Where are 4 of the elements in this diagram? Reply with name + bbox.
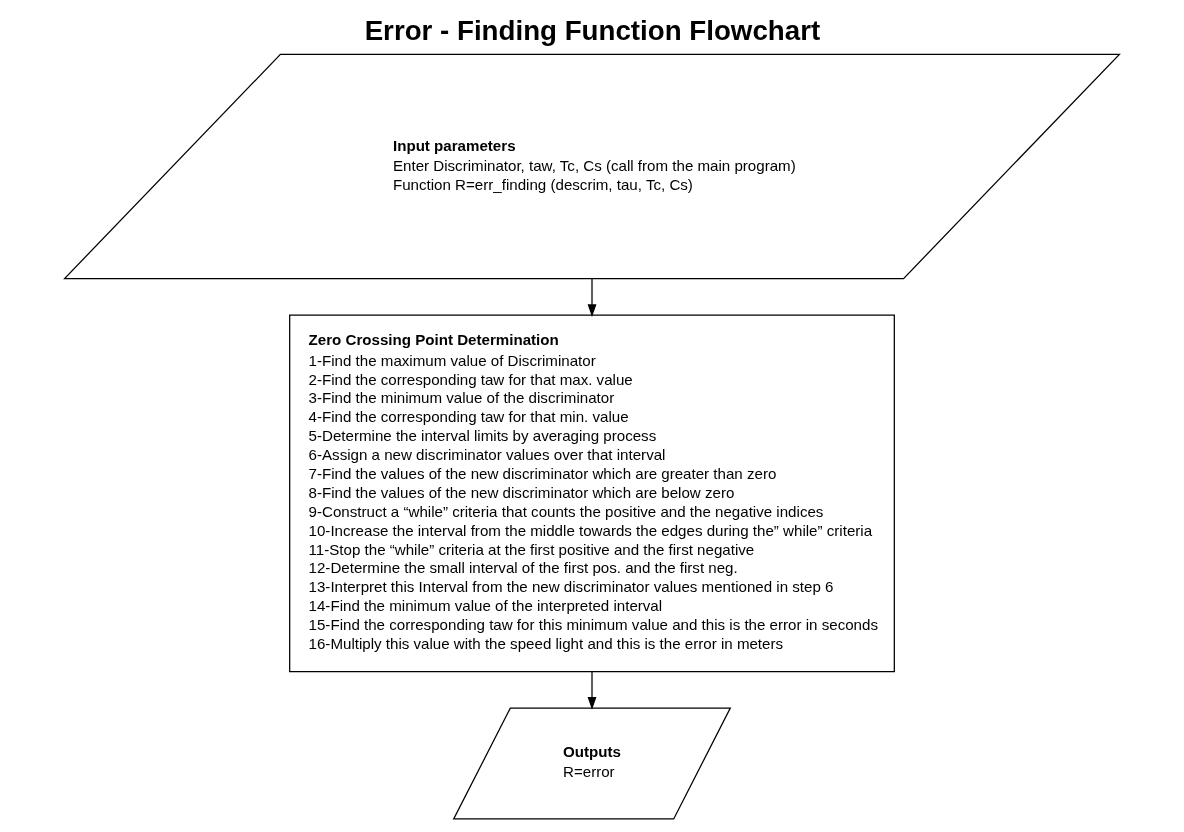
arrow [587,277,597,317]
diagram-title: Error - Finding Function Flowchart [364,14,821,46]
node-box: Zero Crossing Point Determination 1-Find the maximum value of Discriminator 2-Find the corresponding taw for that max. value 3-Find the minimum value of the discriminator 4-Find the corresponding taw for that min. value 5-Determine the interval limits by averaging process 6-Assign a new discriminator values over that interval 7-Find the values of the new discriminator which are greater than zero 8-Find the values of the new discriminator which are below zero 9-Construct a “while” criteria that counts the positive and the negative indices 10-Increase the interval from the middle towards the edges during the” while” criteria 11-Stop the “while” criteria at the first positive and the first negative 12-Determine the small interval of the first pos. and the first neg. 13-Interpret this Interval from the new discriminator values mentioned in step 6 14-Find the minimum value of the interpreted interval 15-Find the corresponding taw for this minimum value and this is the error in seconds 16-Multiply this value with the speed light and this is the error in meters [289,313,895,672]
arrow [587,670,597,710]
